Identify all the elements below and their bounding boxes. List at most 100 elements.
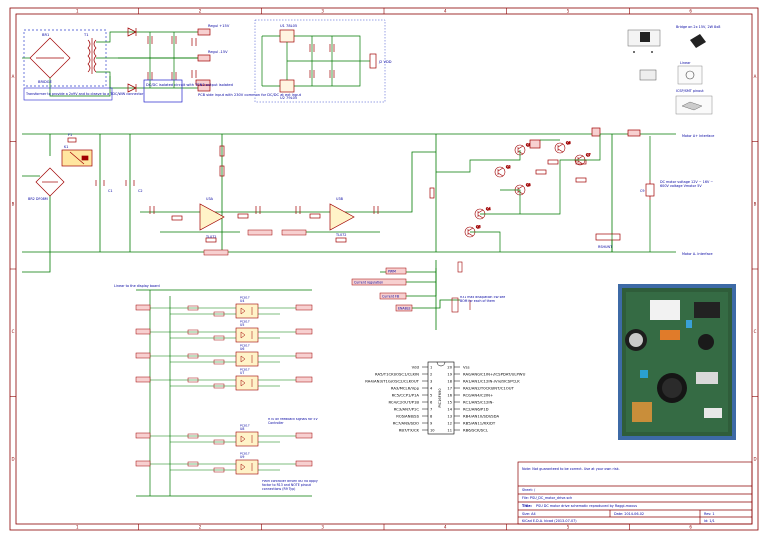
mcu-pin-name: RA3/MCLR/Vpp <box>391 385 420 390</box>
net-pwm: PWM <box>388 270 396 274</box>
disclaimer-note: Note: Not guaranteed to be correct. Use … <box>522 467 620 471</box>
bridge-ref: BR1 <box>42 33 49 37</box>
border-tick-label: 5 <box>567 525 570 530</box>
mcu-pin-name: RC2/AN6/P1D <box>463 406 489 411</box>
mcu-pin-number: 2 <box>430 372 432 376</box>
size-label: Size: A4 <box>522 512 536 516</box>
opto-part: PC817 <box>240 452 250 456</box>
bottom-net-labels: PWM Current regulation Current FB ENABLE <box>354 270 411 311</box>
footprint-caption-2: Linear <box>680 61 691 65</box>
border-tick-label: 6 <box>689 525 692 530</box>
border-tick-label: B <box>12 201 15 206</box>
transistor-ref: Q1 <box>526 143 531 147</box>
mcu-pin-number: 7 <box>430 407 432 411</box>
reg-neg-label: Regul -15V <box>208 50 228 54</box>
mcu-pin-number: 16 <box>447 393 452 397</box>
power-supply-labels: BR1 BRIDGE T1 Regul +15V Regul -15V DC/D… <box>38 24 302 97</box>
transistor-q5: Q5 <box>464 225 481 238</box>
shunt-ref: RSHUNT <box>598 245 613 249</box>
opto-part: PC817 <box>240 424 250 428</box>
output-wires <box>436 134 651 252</box>
opto-note-mid: R70 on feedback signals for 5V Controlle… <box>268 418 318 425</box>
transistor-ref: Q5 <box>476 225 481 229</box>
opto-ref: U8 <box>240 427 244 431</box>
transistor-q3: Q3 <box>514 183 531 196</box>
mcu-pin-name: RA0/AN0/C1IN+/ICSPDAT/ULPWU <box>463 371 526 376</box>
mcu-pin-number: 10 <box>430 428 435 432</box>
opto-ref: U6 <box>240 347 244 351</box>
mcu-pin-number: 5 <box>430 393 432 397</box>
border-tick-label: C <box>12 329 15 334</box>
net-current-fb: Current FB <box>382 295 399 299</box>
mains-input <box>35 137 135 197</box>
pcb-photo <box>618 284 736 440</box>
u2-label: U2 79L05 <box>280 96 297 100</box>
sheet-border <box>9 7 759 531</box>
u1-label: U1 78L05 <box>280 24 297 28</box>
output-labels: Motor A+ Interface Motor A- Interface C9… <box>598 134 714 256</box>
regulator-labels: U1 78L05 U2 79L05 J2 VDD <box>280 24 392 100</box>
title-label: Title: <box>522 504 532 508</box>
main-rails <box>22 133 676 330</box>
transistor-ref: Q4 <box>486 207 491 211</box>
cap-c1: C1 <box>108 189 113 193</box>
mcu-pin-name: RA1/AN1/C12IN-/Vref/ICSPCLK <box>463 378 520 383</box>
mcu-pin-number: 12 <box>447 421 452 425</box>
file-label: File: PSU_DC_motor_drive.sch <box>522 496 572 500</box>
mcu-pin-name: RC0/AN4/C2IN+ <box>463 392 493 397</box>
fuse-ref: F1 <box>68 133 72 137</box>
transistor-ref: Q6 <box>566 141 571 145</box>
border-tick-label: D <box>11 456 14 461</box>
mcu-pin-number: 13 <box>447 414 452 418</box>
title-value: PSU DC motor drive schematic reproduced … <box>536 504 637 508</box>
opto-part: PC817 <box>240 368 250 372</box>
opto-labels: Linear to the display board <box>114 284 160 288</box>
border-tick-label: 3 <box>321 9 324 14</box>
net-enable: ENABLE <box>398 307 411 311</box>
mcu-pin-number: 20 <box>447 365 452 369</box>
footprint-caption-1: Bridge on 2x 15V, 2W 8x8 <box>676 25 720 29</box>
border-tick-label: B <box>754 201 757 206</box>
id-label: Id: 1/1 <box>704 519 715 523</box>
mcu-pin-number: 14 <box>447 407 452 411</box>
mcu-pin-number: 19 <box>447 372 452 376</box>
mcu-pin-name: RC4/C2OUT/P1B <box>388 399 419 404</box>
r31-note: R31 max dissipation 5W see BOM for each … <box>460 296 505 303</box>
mcu-pin-name: RA4/AN3/T1G/OSC2/CLKOUT <box>365 378 419 383</box>
mcu-pin-name: RB7/TX/CK <box>399 427 420 432</box>
opamp-u3b-ref: U3B <box>336 197 344 201</box>
opto-part: PC817 <box>240 344 250 348</box>
net-current-reg: Current regulation <box>354 281 383 285</box>
title-block <box>517 461 753 525</box>
mcu-pin-number: 1 <box>430 365 432 369</box>
title-block-text: Note: Not guaranteed to be correct. Use … <box>522 467 715 523</box>
mcu-pin-name: Vss <box>463 364 470 369</box>
opto-note-low: PWM controller driven NO no apply factor… <box>262 480 318 491</box>
opto-ref: U7 <box>240 371 244 375</box>
transistor-q4: Q4 <box>474 207 491 220</box>
footprint-drawings <box>627 29 713 115</box>
mcu-pin-number: 17 <box>447 386 452 390</box>
mcu-pin-name: RC7/AN9/SDO <box>393 420 419 425</box>
opto-part: PC817 <box>240 320 250 324</box>
border-tick-label: 3 <box>321 525 324 530</box>
transistor-q1: Q1 <box>514 143 531 156</box>
bridge-value: BRIDGE <box>38 80 53 84</box>
mcu-pin-number: 9 <box>430 421 433 425</box>
bridge2-ref: BR2 DF08M <box>28 197 48 201</box>
transistor-q6: Q6 <box>554 141 571 154</box>
mcu-pin-number: 15 <box>447 400 452 404</box>
connector-label: J2 VDD <box>378 60 392 64</box>
relay-ref: K1 <box>64 145 68 149</box>
mcu-pin-name: RB6/SCK/SCL <box>463 427 489 432</box>
mcu-pin-number: 11 <box>447 428 452 432</box>
rev-label: Rev: 1 <box>704 512 715 516</box>
border-tick-label: 1 <box>76 9 79 14</box>
border-tick-label: A <box>12 74 15 79</box>
mcu-pin-name: RB5/AN11/RX/DT <box>463 420 496 425</box>
transistor-ref: Q3 <box>526 183 531 187</box>
